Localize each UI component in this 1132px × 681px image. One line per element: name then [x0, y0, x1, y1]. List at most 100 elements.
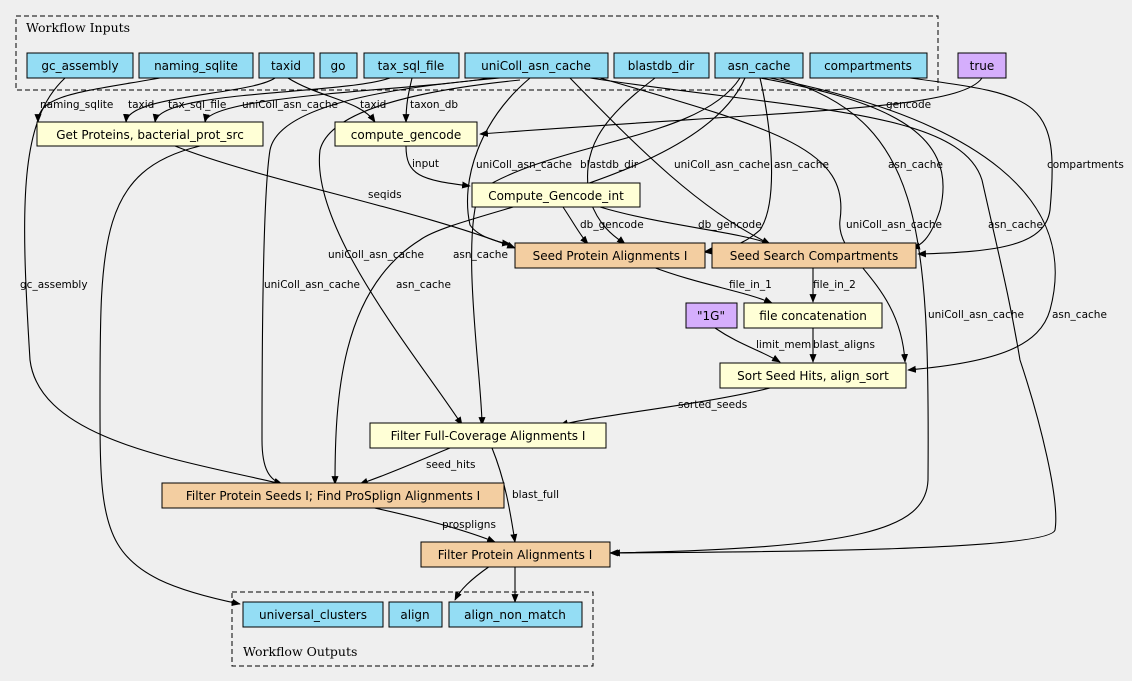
edge-unicoll-fs: [261, 77, 501, 485]
workflow-inputs-cluster: Workflow Inputs: [15, 15, 939, 91]
edge-prospligns: [369, 506, 496, 543]
node-seed-protein-alignments[interactable]: Seed Protein Alignments I: [514, 242, 706, 269]
label-tax-sql-file: tax_sql_file: [168, 99, 226, 111]
edge-naming-sqlite: [34, 77, 161, 123]
node-asn-cache-label: asn_cache: [728, 59, 791, 73]
label-unicoll-sp: uniColl_asn_cache: [476, 159, 572, 171]
node-unicoll-asn-cache-label: uniColl_asn_cache: [481, 59, 591, 73]
label-limit-mem: limit_mem: [756, 339, 811, 351]
label-file-in-2: file_in_2: [813, 279, 856, 291]
node-asn-cache[interactable]: asn_cache: [714, 52, 804, 79]
node-gc-assembly-label: gc_assembly: [41, 59, 118, 73]
node-tax-sql-file-label: tax_sql_file: [378, 59, 445, 73]
node-go[interactable]: go: [319, 52, 358, 79]
edge-asn-fs: [331, 77, 746, 485]
workflow-outputs-cluster: Workflow Outputs: [231, 591, 594, 667]
node-1g-constant-label: "1G": [697, 309, 725, 323]
node-true-constant-label: true: [970, 59, 995, 73]
node-get-proteins[interactable]: Get Proteins, bacterial_prot_src: [36, 121, 264, 147]
edge-tax-sql-cg: [402, 77, 413, 123]
label-unicoll-sort: uniColl_asn_cache: [846, 219, 942, 231]
node-compute-gencode-label: compute_gencode: [351, 128, 461, 142]
workflow-outputs-label: Workflow Outputs: [243, 644, 357, 659]
edge-blast-full: [491, 447, 518, 543]
edge-input: [405, 145, 471, 189]
node-filter-full-coverage[interactable]: Filter Full-Coverage Alignments I: [369, 422, 607, 449]
edge-file-in-1: [649, 265, 773, 304]
node-seed-search-compartments[interactable]: Seed Search Compartments: [711, 242, 917, 269]
node-align-non-match[interactable]: align_non_match: [448, 601, 583, 628]
label-taxid-gp: taxid: [128, 99, 154, 111]
label-taxid-cg: taxid: [360, 99, 386, 111]
edge-unicoll-sp: [467, 77, 531, 247]
label-unicoll-ff: uniColl_asn_cache: [328, 249, 424, 261]
node-sort-seed-hits-label: Sort Seed Hits, align_sort: [737, 369, 889, 383]
label-naming-sqlite: naming_sqlite: [40, 99, 113, 111]
node-blastdb-dir[interactable]: blastdb_dir: [613, 52, 710, 79]
edge-gc-assembly: [24, 77, 283, 486]
edge-taxid-gp: [123, 77, 276, 123]
label-compartments: compartments: [1047, 159, 1124, 171]
node-naming-sqlite[interactable]: naming_sqlite: [138, 52, 254, 79]
edge-asn-sort: [769, 77, 1056, 373]
label-asn-cache-fp: asn_cache: [988, 219, 1043, 231]
edge-compartments: [909, 77, 1053, 258]
node-file-concatenation-label: file concatenation: [759, 309, 867, 323]
node-1g-constant[interactable]: "1G": [685, 302, 738, 329]
label-db-gencode-ss: db_gencode: [698, 219, 762, 231]
label-asn-cache-sort: asn_cache: [888, 159, 943, 171]
node-file-concatenation[interactable]: file concatenation: [743, 302, 883, 329]
node-filter-protein-alignments[interactable]: Filter Protein Alignments I: [420, 541, 611, 568]
edge-unicoll-sort: [599, 77, 909, 363]
edge-asn-fp: [609, 77, 929, 557]
edge-unicoll-ss: [569, 77, 771, 245]
label-unicoll-gp: uniColl_asn_cache: [242, 99, 338, 111]
workflow-inputs-label: Workflow Inputs: [26, 20, 130, 35]
node-filter-full-coverage-label: Filter Full-Coverage Alignments I: [391, 429, 586, 443]
node-true-constant[interactable]: true: [957, 52, 1007, 79]
label-unicoll-fs: uniColl_asn_cache: [264, 279, 360, 291]
node-compartments-label: compartments: [824, 59, 912, 73]
node-go-label: go: [331, 59, 346, 73]
node-align[interactable]: align: [388, 601, 443, 628]
node-universal-clusters[interactable]: universal_clusters: [242, 601, 384, 628]
node-get-proteins-label: Get Proteins, bacterial_prot_src: [56, 128, 244, 142]
node-tax-sql-file[interactable]: tax_sql_file: [363, 52, 460, 79]
label-db-gencode-sp: db_gencode: [580, 219, 644, 231]
node-compute-gencode-int-label: Compute_Gencode_int: [488, 189, 624, 203]
label-sorted-seeds: sorted_seeds: [678, 399, 747, 411]
node-unicoll-asn-cache[interactable]: uniColl_asn_cache: [464, 52, 609, 79]
label-blast-full: blast_full: [512, 489, 559, 501]
label-seqids: seqids: [368, 189, 402, 201]
node-sort-seed-hits[interactable]: Sort Seed Hits, align_sort: [719, 362, 907, 389]
label-input: input: [412, 158, 439, 170]
edge-unicoll-fp: [589, 77, 1057, 557]
node-taxid[interactable]: taxid: [258, 52, 315, 79]
edge-taxid-cg: [287, 77, 376, 123]
label-prospligns: prospligns: [442, 519, 496, 531]
edge-tax-sql-gp: [152, 77, 391, 123]
label-blast-aligns: blast_aligns: [813, 339, 875, 351]
node-filter-protein-seeds-label: Filter Protein Seeds I; Find ProSplign A…: [186, 489, 480, 503]
label-asn-cache-fs: asn_cache: [396, 279, 451, 291]
edge-seqids: [174, 145, 516, 249]
node-compute-gencode[interactable]: compute_gencode: [334, 121, 478, 147]
node-gc-assembly[interactable]: gc_assembly: [26, 52, 134, 79]
node-filter-protein-alignments-label: Filter Protein Alignments I: [438, 548, 593, 562]
node-compartments[interactable]: compartments: [809, 52, 928, 79]
node-compute-gencode-int[interactable]: Compute_Gencode_int: [471, 182, 641, 208]
edge-seed-hits: [359, 447, 451, 485]
node-align-label: align: [400, 608, 429, 622]
label-unicoll-fp: uniColl_asn_cache: [928, 309, 1024, 321]
edge-unicoll-ff: [318, 79, 521, 426]
node-filter-protein-seeds[interactable]: Filter Protein Seeds I; Find ProSplign A…: [161, 482, 505, 509]
edge-sorted-seeds: [559, 387, 771, 427]
node-align-non-match-label: align_non_match: [464, 608, 566, 622]
edge-limit-mem: [714, 327, 781, 363]
node-blastdb-dir-label: blastdb_dir: [628, 59, 694, 73]
label-asn-cache-sp: asn_cache: [774, 159, 829, 171]
node-universal-clusters-label: universal_clusters: [259, 608, 367, 622]
edge-true-gencode: [479, 77, 983, 137]
